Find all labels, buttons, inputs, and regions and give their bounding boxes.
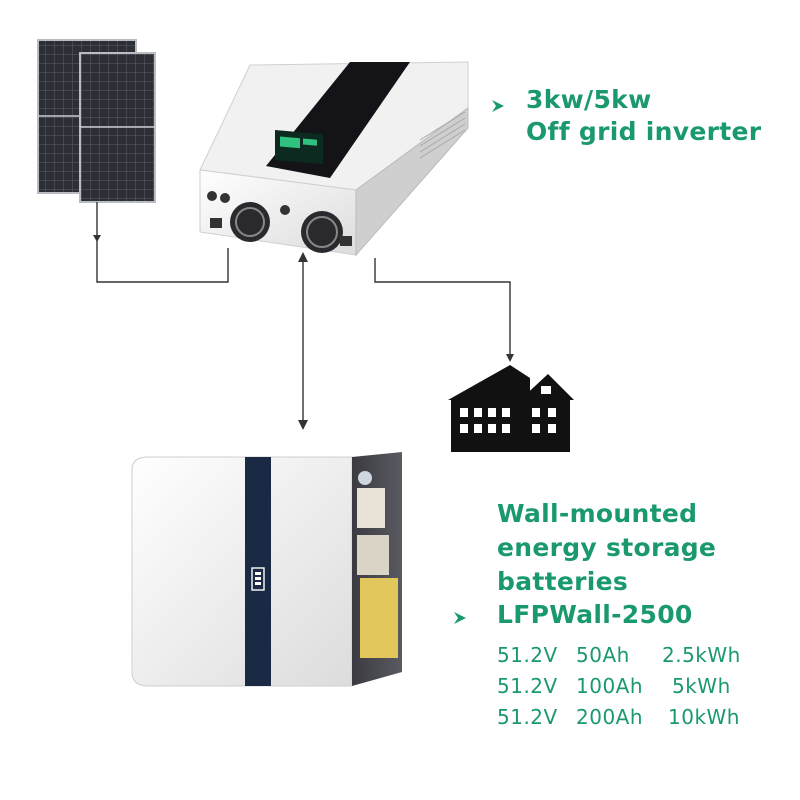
arrowheads <box>93 235 514 430</box>
battery-unit <box>131 452 402 687</box>
spec-row: 51.2V 100Ah 5kWh <box>497 674 762 698</box>
spec-voltage: 51.2V <box>497 643 558 667</box>
spec-energy: 5kWh <box>672 674 731 698</box>
spec-capacity: 50Ah <box>576 643 630 667</box>
spec-energy: 2.5kWh <box>662 643 741 667</box>
house-icon <box>448 365 574 452</box>
battery-title-line: Wall-mounted <box>497 499 698 528</box>
inverter-type: Off grid inverter <box>526 117 762 146</box>
battery-model: LFPWall-2500 <box>497 600 693 629</box>
spec-voltage: 51.2V <box>497 674 558 698</box>
spec-row: 51.2V 200Ah 10kWh <box>497 705 758 729</box>
spec-capacity: 100Ah <box>576 674 644 698</box>
spec-voltage: 51.2V <box>497 705 558 729</box>
arrow-right-icon <box>492 100 504 112</box>
spec-energy: 10kWh <box>668 705 740 729</box>
spec-capacity: 200Ah <box>576 705 644 729</box>
arrow-right-icon <box>454 612 466 624</box>
battery-title-line: energy storage <box>497 533 717 562</box>
battery-label: Wall-mounted energy storage batteries <box>497 497 716 599</box>
inverter-label: 3kw/5kw Off grid inverter <box>526 84 761 148</box>
battery-level-icon <box>251 567 265 591</box>
inverter-unit <box>199 61 469 257</box>
spec-row: 51.2V 50Ah 2.5kWh <box>497 643 752 667</box>
inverter-power: 3kw/5kw <box>526 85 652 114</box>
solar-panel-icon <box>37 39 156 203</box>
battery-title-line: batteries <box>497 567 629 596</box>
